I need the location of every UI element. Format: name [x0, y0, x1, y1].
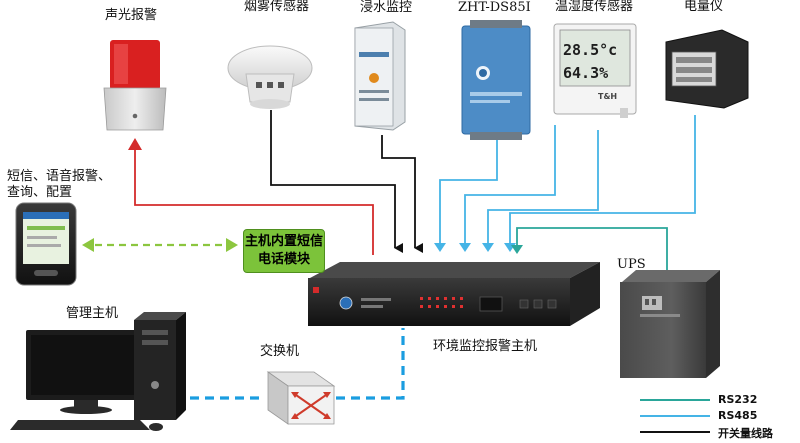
smoke-sensor-image — [227, 45, 313, 109]
legend-rs485: RS485 — [718, 409, 758, 422]
switch-label: 交换机 — [260, 344, 300, 359]
phone-image — [15, 202, 77, 286]
module-line-2: 电话模块 — [257, 252, 310, 267]
alarm-device-image — [103, 40, 167, 131]
switch-image — [266, 371, 336, 425]
pc-tower-image — [134, 312, 186, 420]
alarm-label: 声光报警 — [105, 8, 158, 23]
network-line — [190, 328, 405, 400]
temp-rs485-line-1 — [459, 125, 556, 252]
alarm-host-image — [308, 262, 600, 326]
phone-label-line2: 查询、配置 — [7, 185, 73, 200]
water-switch-line — [381, 135, 423, 253]
sms-link-line — [82, 238, 238, 252]
water-monitor-image — [354, 21, 406, 131]
smoke-sensor-label: 烟雾传感器 — [244, 0, 310, 14]
host-label: 环境监控报警主机 — [433, 339, 538, 354]
power-meter-label: 电量仪 — [684, 0, 724, 14]
sensor-brand: T&H — [598, 92, 617, 101]
temp-humidity-sensor-image: 28.5°c 64.3% T&H — [553, 23, 637, 118]
ups-label: UPS — [617, 257, 646, 272]
humidity-readout: 64.3% — [563, 64, 608, 82]
alarm-connection-line — [128, 138, 374, 255]
temp-humidity-label: 温湿度传感器 — [555, 0, 634, 14]
ds85-label: ZHT-DS85I — [458, 0, 531, 15]
ds85-module-image — [461, 20, 531, 140]
smoke-switch-line — [270, 110, 403, 253]
phone-label-line1: 短信、语音报警、 — [7, 169, 112, 184]
ups-rs232-line — [511, 227, 668, 270]
sms-phone-module: 主机内置短信 电话模块 — [243, 229, 325, 273]
water-monitor-label: 浸水监控 — [360, 0, 413, 15]
temp-readout: 28.5°c — [563, 41, 617, 59]
module-line-1: 主机内置短信 — [244, 234, 323, 250]
ups-image — [620, 270, 720, 378]
power-meter-image — [665, 29, 749, 109]
keyboard-image — [10, 420, 150, 430]
pc-monitor-image — [26, 330, 146, 414]
legend-rs232: RS232 — [718, 393, 758, 406]
temp-rs485-line-2 — [482, 130, 599, 252]
pc-label: 管理主机 — [66, 306, 119, 321]
mouse-image — [149, 423, 163, 431]
legend-switch-line: 开关量线路 — [718, 427, 773, 440]
ds85-rs485-line — [434, 130, 498, 252]
